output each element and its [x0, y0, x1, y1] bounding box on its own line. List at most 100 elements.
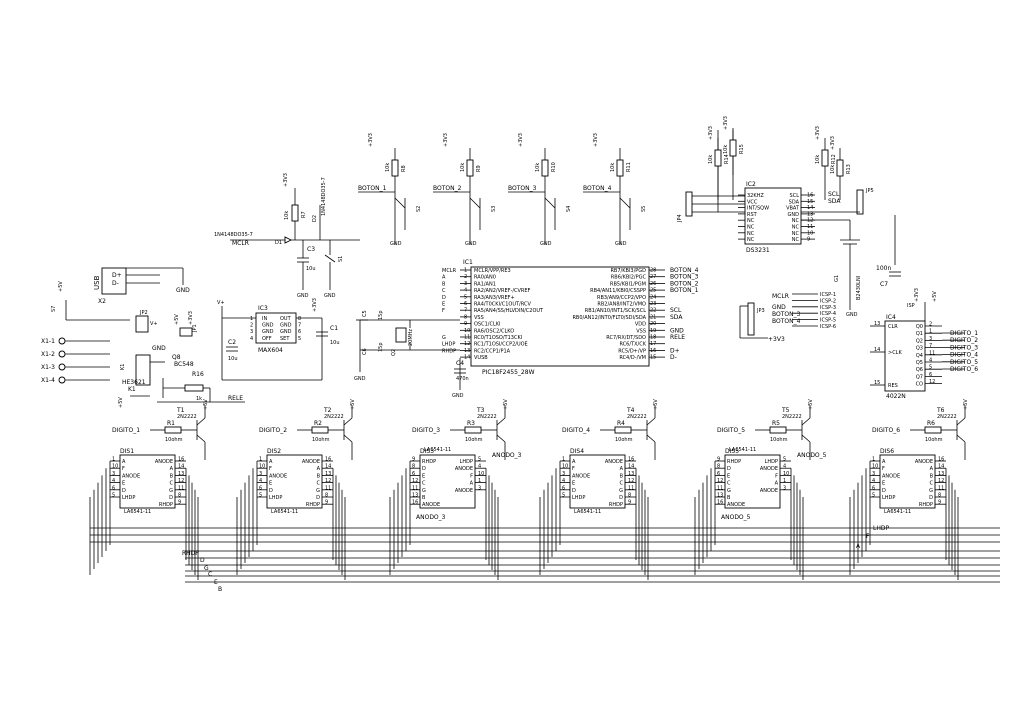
- resistor-R9: [466, 159, 474, 177]
- display-pin-number: 1: [872, 457, 875, 463]
- regulator-pin-number: 4: [250, 336, 253, 342]
- gnd-button: GND: [540, 241, 552, 247]
- relay-circuit: X1-1X1-2X1-3X1-4 HE3621 K1 K1 GND Q8 BC5…: [41, 337, 245, 408]
- mcu-left-net: C: [442, 288, 446, 294]
- mcu-pin-name: VDD: [635, 322, 646, 328]
- display-pin-number: 8: [938, 493, 941, 499]
- rtc-pin-name: RST: [747, 212, 758, 218]
- display-pin-number: 1: [562, 457, 565, 463]
- wire: [343, 417, 353, 426]
- icsp-pin-name: ICSP-2: [820, 298, 836, 304]
- bus-net-label: A: [856, 543, 861, 550]
- mcu-left-net: F: [442, 308, 445, 314]
- rtc-pin-number: 16: [807, 193, 813, 199]
- driver-net: DIGITO_4: [562, 427, 590, 434]
- rtc-pin-number: 13: [807, 211, 813, 217]
- c6-value: 15p: [378, 342, 384, 352]
- icsp-header: JP3 MCLR GND BOTON_3 BOTON_4 +3V3 ICSP-1…: [739, 292, 836, 343]
- counter-pin-name: Q4: [916, 353, 923, 359]
- display-pin-number: 8: [628, 493, 631, 499]
- display-pin-number: 9: [178, 500, 181, 506]
- display-pin-number: 16: [412, 500, 418, 506]
- icsp-gnd: GND: [772, 304, 786, 311]
- display-pin-number: 11: [178, 485, 184, 491]
- display-ref: DIS1: [120, 448, 134, 455]
- driver-r-label: R4: [617, 420, 625, 427]
- rtc-pin-name: GND: [788, 212, 800, 218]
- jp2-label: JP2: [139, 310, 148, 316]
- crystal-circuit: 20MHz Q2 C5 15p C6 15p GND C4 470n GND: [354, 310, 469, 399]
- c5-label: C5: [362, 310, 368, 317]
- counter-pin-number: 15: [874, 380, 880, 386]
- terminal-label: X1-2: [41, 351, 55, 358]
- driver-r-label: R2: [314, 420, 322, 427]
- mcu-pin-name: RC0/T1OSO/T13CKI: [474, 335, 522, 341]
- mcu-pin-name: MCLR/VPP/RE3: [474, 268, 511, 274]
- mcu-pin-name: RB1/AN10/INT1/SCK/SCL: [585, 308, 646, 314]
- mclr-net-label: MCLR: [232, 240, 249, 247]
- display-pin-name: RHDP: [919, 502, 933, 508]
- mcu-right-net: SCL: [670, 307, 682, 314]
- display-pin-number: 3: [562, 471, 565, 477]
- bus-net-label: LHDP: [873, 525, 889, 532]
- gnd-relay: GND: [152, 345, 166, 352]
- display-pin-number: 10: [259, 464, 265, 470]
- display-pin-number: 8: [178, 493, 181, 499]
- mcu-right-net: BOTON_4: [670, 267, 699, 274]
- wire: [801, 434, 811, 443]
- wire: [496, 434, 506, 443]
- wire: [196, 417, 206, 426]
- mcu-right-net: BOTON_1: [670, 287, 699, 294]
- terminal-label: X1-1: [41, 338, 55, 345]
- mcu-pin-number: 1: [464, 268, 467, 274]
- resistor-R4: [614, 426, 632, 434]
- counter-pin-number: 13: [874, 321, 880, 327]
- mcu-pin-number: 21: [650, 314, 656, 320]
- display-pin-name: G: [169, 488, 173, 494]
- mcu-pin-name: RB6/KBI2/PGC: [611, 275, 647, 281]
- display-pin-number: 1: [112, 457, 115, 463]
- display-pin-number: 12: [628, 478, 634, 484]
- usb-label: USB: [93, 275, 101, 290]
- display-pin-name: ANODE: [572, 473, 590, 479]
- switch-blade: [544, 197, 556, 209]
- rtc-pin-name: NC: [792, 237, 800, 243]
- r7-value: 10k: [284, 211, 290, 220]
- mcu-left-net: D: [442, 295, 446, 301]
- counter-pin-name: RES: [888, 383, 898, 389]
- mcu-pin-number: 17: [650, 341, 656, 347]
- driver-t-label: T5: [781, 407, 790, 414]
- display-pin-name: D: [422, 466, 426, 472]
- mcu-right-net: BOTON_2: [670, 280, 699, 287]
- bus-net-label: RHDP: [182, 550, 199, 557]
- display-pin-name: C: [317, 481, 321, 487]
- c3-value: 10u: [306, 266, 316, 272]
- v33-button: +3V3: [593, 133, 599, 147]
- button-r-label: R8: [401, 165, 407, 172]
- display-ref: DIS5: [725, 448, 739, 455]
- display-pin-number: 4: [259, 478, 262, 484]
- display-pin-name: E: [727, 473, 730, 479]
- display-pin-number: 16: [938, 457, 944, 463]
- display-pin-name: D: [727, 466, 731, 472]
- display-pin-name: B: [422, 495, 426, 501]
- c3-label: C3: [307, 246, 315, 253]
- regulator-pin-name: OUT: [280, 316, 292, 322]
- display-pin-name: A: [470, 481, 474, 487]
- display-pin-number: 3: [112, 471, 115, 477]
- switch-blade: [469, 197, 481, 209]
- counter-pin-number: 3: [929, 336, 932, 342]
- rtc-pin-name: NC: [747, 218, 755, 224]
- display-ref: DIS3: [420, 448, 434, 455]
- mcu-right-net: D+: [670, 347, 680, 354]
- mcu-pin-name: OSC1/CLKI: [474, 322, 501, 328]
- mcu-pin-name: RB4/AN11/KBI0/CSSPP: [590, 288, 646, 294]
- jp4-label: JP4: [677, 214, 683, 223]
- rtc-pin-name: NC: [747, 231, 755, 237]
- v33-reg: +3V3: [312, 298, 318, 312]
- mcu-pin-name: RC7/RX/DT/SDO: [606, 335, 646, 341]
- ic1-part: PIC18F2455_28W: [482, 369, 535, 376]
- isp-v5: +5V: [932, 291, 938, 302]
